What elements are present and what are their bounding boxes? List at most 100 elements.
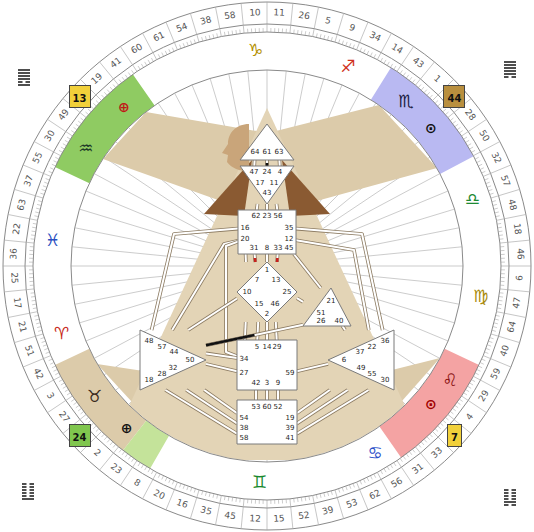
line-tick bbox=[500, 285, 504, 286]
line-tick bbox=[499, 292, 503, 293]
line-tick bbox=[104, 92, 107, 95]
channel bbox=[188, 299, 237, 331]
line-tick bbox=[36, 322, 40, 324]
channel-outline bbox=[265, 204, 269, 210]
line-tick bbox=[381, 58, 383, 61]
line-tick bbox=[486, 348, 490, 349]
line-tick bbox=[455, 405, 458, 407]
gate-number: 61 bbox=[152, 31, 166, 44]
line-tick bbox=[107, 439, 110, 442]
line-tick bbox=[71, 131, 74, 133]
gate-number: 1 bbox=[265, 267, 269, 274]
gate-divider bbox=[313, 7, 319, 36]
line-tick bbox=[104, 437, 107, 440]
channel-core bbox=[266, 390, 268, 400]
body-shape bbox=[104, 108, 430, 460]
gate-number: 45 bbox=[224, 511, 237, 522]
line-tick bbox=[487, 186, 491, 187]
hexagram-line bbox=[18, 69, 30, 71]
line-tick bbox=[370, 476, 372, 480]
gate-divider bbox=[241, 3, 244, 33]
channel-outline bbox=[265, 160, 269, 166]
line-tick bbox=[71, 399, 74, 401]
gate-number: 2 bbox=[265, 311, 269, 318]
center-shape bbox=[303, 288, 351, 326]
gate-number: 18 bbox=[512, 223, 523, 236]
line-tick bbox=[323, 493, 325, 497]
line-tick bbox=[183, 485, 184, 489]
line-tick bbox=[493, 204, 497, 205]
line-tick bbox=[353, 484, 354, 488]
channel-core bbox=[266, 204, 268, 210]
line-tick bbox=[37, 204, 41, 205]
line-tick bbox=[235, 30, 237, 34]
line-tick bbox=[495, 211, 499, 213]
line-tick bbox=[497, 307, 501, 309]
channel bbox=[297, 390, 369, 434]
zodiac-sign: ♑ bbox=[248, 42, 263, 59]
line-tick bbox=[263, 500, 264, 504]
gate-number: 56 bbox=[390, 476, 404, 490]
channel-core bbox=[165, 390, 237, 434]
channel bbox=[278, 390, 279, 400]
line-tick bbox=[349, 43, 350, 47]
line-tick bbox=[165, 51, 167, 55]
hexagram-line bbox=[18, 72, 30, 74]
line-tick bbox=[107, 90, 110, 93]
line-tick bbox=[480, 363, 484, 365]
gate-number: 26 bbox=[298, 10, 311, 21]
hexagram-line bbox=[26, 81, 31, 83]
channel-core bbox=[294, 254, 321, 288]
line-tick bbox=[55, 373, 59, 375]
line-tick bbox=[110, 87, 113, 90]
gate-number: 6 bbox=[342, 357, 346, 364]
line-tick bbox=[96, 100, 99, 103]
channel-core bbox=[172, 241, 238, 330]
gate-number: 42 bbox=[252, 380, 261, 387]
line-tick bbox=[418, 85, 421, 88]
gate-number: 52 bbox=[274, 404, 283, 411]
line-tick bbox=[61, 383, 64, 385]
line-tick bbox=[466, 390, 469, 392]
channel-core bbox=[204, 390, 237, 413]
hexagram-line bbox=[22, 492, 27, 494]
channel-core bbox=[276, 254, 279, 262]
line-tick bbox=[239, 498, 240, 502]
line-tick bbox=[492, 201, 496, 202]
line-tick bbox=[286, 499, 287, 503]
wheel-ring bbox=[3, 2, 531, 530]
gate-divider bbox=[357, 22, 368, 50]
gate-number: 3 bbox=[45, 391, 56, 401]
line-tick bbox=[148, 60, 150, 63]
gate-number: 44 bbox=[447, 93, 461, 104]
channel bbox=[257, 322, 259, 340]
line-tick bbox=[453, 408, 456, 410]
line-tick bbox=[205, 36, 206, 40]
channel-core bbox=[256, 204, 259, 210]
gate-number: 11 bbox=[273, 9, 285, 19]
channel bbox=[206, 364, 237, 371]
line-tick bbox=[59, 380, 62, 382]
channel-core bbox=[296, 240, 369, 330]
gate-number: 25 bbox=[283, 289, 292, 296]
channel bbox=[206, 353, 237, 358]
hexagram-line bbox=[30, 495, 35, 497]
line-tick bbox=[49, 171, 53, 173]
channel-outline bbox=[296, 240, 369, 330]
line-tick bbox=[78, 121, 81, 123]
gate-number: 23 bbox=[263, 213, 272, 220]
line-tick bbox=[496, 215, 500, 217]
hexagram-line bbox=[30, 483, 35, 485]
line-tick bbox=[224, 496, 226, 500]
line-tick bbox=[194, 489, 195, 493]
gate-divider bbox=[491, 189, 520, 198]
line-tick bbox=[183, 43, 184, 47]
channel bbox=[297, 298, 303, 302]
planet-symbol: ⊙ bbox=[425, 397, 437, 411]
line-tick bbox=[501, 269, 505, 270]
gate-number: 5 bbox=[255, 344, 259, 351]
gate-number: 20 bbox=[152, 488, 166, 501]
gate-number: 60 bbox=[263, 404, 272, 411]
channel-outline bbox=[297, 390, 330, 413]
line-tick bbox=[151, 58, 153, 61]
